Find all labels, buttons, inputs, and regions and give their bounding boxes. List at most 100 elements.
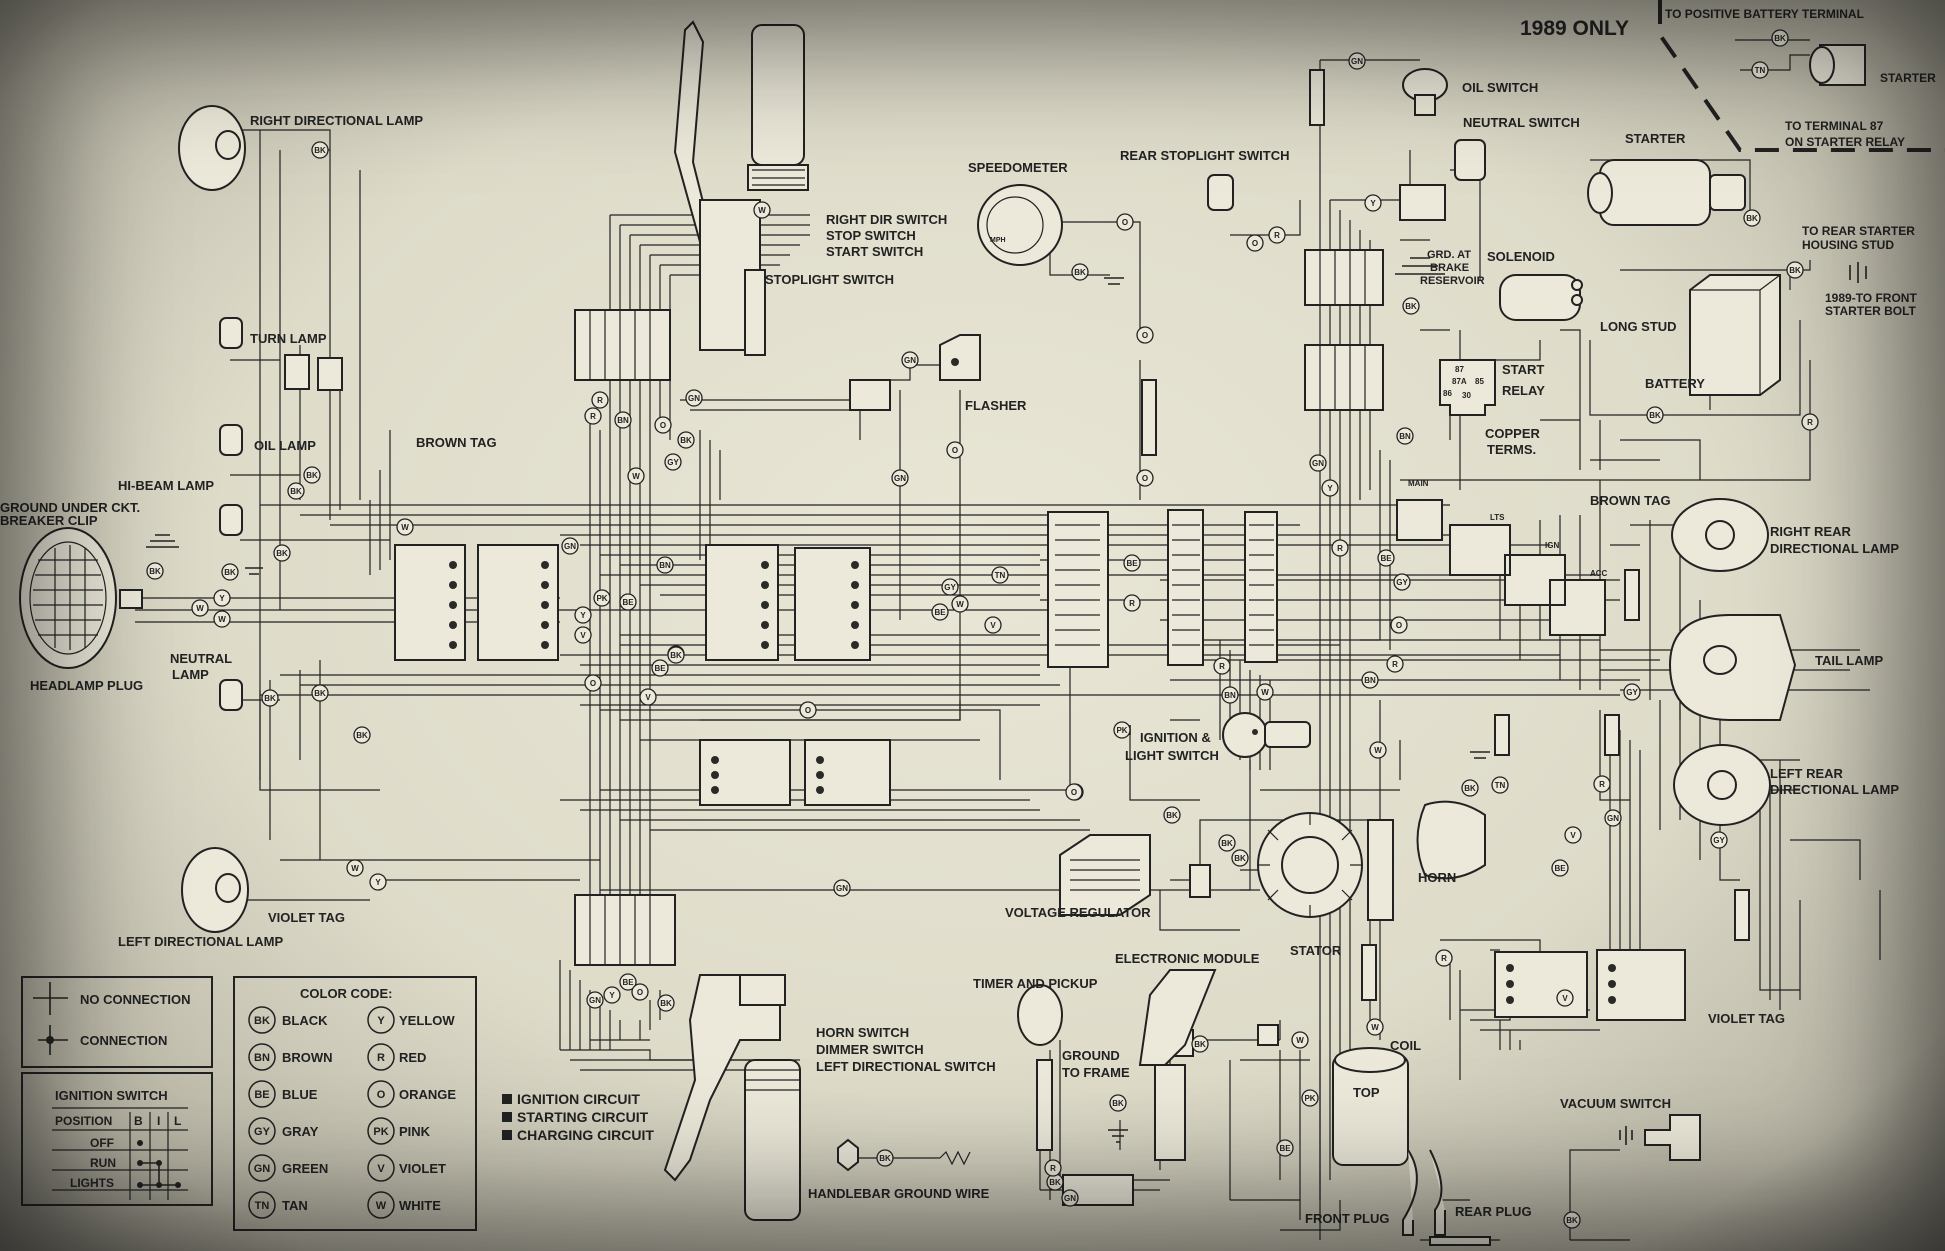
- ignition-switch-drawing: [1222, 712, 1311, 758]
- wire-tag: GN: [1061, 1189, 1079, 1207]
- stoplight-switch-label: STOPLIGHT SWITCH: [765, 272, 894, 287]
- wire-tag: R: [1268, 226, 1286, 244]
- svg-text:O: O: [1071, 788, 1077, 797]
- svg-text:BN: BN: [1224, 691, 1236, 700]
- violet-tag-right-label: VIOLET TAG: [1708, 1011, 1785, 1026]
- to-rear-starter-line1: TO REAR STARTER: [1802, 224, 1915, 238]
- headlamp-plug-label: HEADLAMP PLUG: [30, 678, 143, 693]
- ignition-table-title: IGNITION SWITCH: [55, 1088, 168, 1103]
- ground-frame-line2: TO FRAME: [1062, 1065, 1130, 1080]
- wire-tag: Y: [574, 606, 592, 624]
- svg-text:PK: PK: [373, 1126, 388, 1138]
- svg-text:PK: PK: [1304, 1094, 1315, 1103]
- wire-tag: W: [951, 595, 969, 613]
- wire-tag: BK: [1786, 261, 1804, 279]
- svg-text:W: W: [1371, 1023, 1379, 1032]
- color-name-orange: ORANGE: [399, 1087, 456, 1102]
- solenoid-drawing: [1499, 274, 1583, 321]
- svg-text:V: V: [580, 631, 586, 640]
- headlamp-drawing: [19, 527, 143, 669]
- brown-tag-left-label: BROWN TAG: [416, 435, 497, 450]
- svg-text:R: R: [1599, 780, 1605, 789]
- svg-text:O: O: [377, 1089, 386, 1101]
- right-rear-line1: RIGHT REAR: [1770, 524, 1852, 539]
- wire-tag: GN: [1309, 454, 1327, 472]
- start-relay-drawing: 87 87A 85 86 30: [1439, 359, 1496, 416]
- svg-text:V: V: [377, 1163, 385, 1175]
- electronic-module-drawing: [1138, 969, 1217, 1066]
- svg-text:Y: Y: [609, 991, 615, 1000]
- svg-text:R: R: [1807, 418, 1813, 427]
- left-rear-line1: LEFT REAR: [1770, 766, 1844, 781]
- stop-switch-label: STOP SWITCH: [826, 228, 916, 243]
- wire-tag: GN: [1604, 809, 1622, 827]
- wire-tag: BK: [1646, 406, 1664, 424]
- svg-text:BK: BK: [314, 146, 326, 155]
- wire-tag: BK: [876, 1149, 894, 1167]
- wire-tag: R: [1331, 539, 1349, 557]
- svg-text:BK: BK: [1166, 811, 1178, 820]
- rear-stoplight-switch-drawing: [1207, 174, 1234, 211]
- svg-text:BK: BK: [1774, 34, 1786, 43]
- svg-text:BN: BN: [254, 1052, 270, 1064]
- relay-pin-85: 85: [1475, 377, 1484, 386]
- svg-text:R: R: [590, 412, 596, 421]
- color-code-v: V: [367, 1154, 395, 1182]
- wire-tag: W: [627, 467, 645, 485]
- tail-lamp-drawing: [1668, 614, 1797, 721]
- voltage-regulator-drawing: [1059, 834, 1151, 916]
- svg-text:BK: BK: [680, 436, 692, 445]
- wire-tag: BK: [1771, 29, 1789, 47]
- timer-pickup-label: TIMER AND PICKUP: [973, 976, 1098, 991]
- ignition-light-line1: IGNITION &: [1140, 730, 1211, 745]
- wire-tag: R: [1435, 949, 1453, 967]
- ignition-col-b: B: [134, 1114, 143, 1128]
- svg-text:BE: BE: [254, 1089, 269, 1101]
- inset-starter: STARTER: [1880, 71, 1936, 85]
- svg-text:Y: Y: [377, 1015, 385, 1027]
- wire-tag: O: [799, 701, 817, 719]
- wire-tag: BK: [146, 562, 164, 580]
- wire-tag: BK: [287, 482, 305, 500]
- wire-tag: O: [1116, 213, 1134, 231]
- svg-text:GN: GN: [1351, 57, 1363, 66]
- svg-text:GY: GY: [1713, 836, 1725, 845]
- svg-text:BE: BE: [654, 664, 666, 673]
- svg-text:O: O: [1396, 621, 1402, 630]
- color-code-gy: GY: [248, 1117, 276, 1145]
- svg-text:GY: GY: [667, 458, 679, 467]
- ignition-row-off: OFF: [90, 1136, 114, 1150]
- wire-tag: BK: [303, 466, 321, 484]
- wire-tag: GN: [901, 351, 919, 369]
- svg-text:O: O: [1252, 239, 1258, 248]
- wire-tag: GN: [1348, 52, 1366, 70]
- front-plug-label: FRONT PLUG: [1305, 1211, 1390, 1226]
- ignition-row-run: RUN: [90, 1156, 116, 1170]
- wire-tag: V: [1556, 989, 1574, 1007]
- svg-text:BK: BK: [1746, 214, 1758, 223]
- wire-tag: BK: [1743, 209, 1761, 227]
- start-relay-line2: RELAY: [1502, 383, 1545, 398]
- year-note: 1989 ONLY: [1520, 17, 1629, 40]
- starting-circuit-label: STARTING CIRCUIT: [517, 1109, 649, 1125]
- connector-blocks: [284, 69, 1750, 1246]
- svg-text:W: W: [218, 615, 226, 624]
- starter-label: STARTER: [1625, 131, 1686, 146]
- svg-text:BK: BK: [356, 731, 368, 740]
- wire-tag: V: [574, 626, 592, 644]
- wire-tag: TN: [1751, 61, 1769, 79]
- wire-tag: GN: [891, 469, 909, 487]
- wire-tag: BK: [1563, 1211, 1581, 1229]
- oil-switch-drawing: [1402, 68, 1448, 116]
- inset-starter-drawing: [1735, 39, 1866, 86]
- wire-tag: W: [213, 610, 231, 628]
- wire-tag: BE: [1123, 554, 1141, 572]
- svg-text:BK: BK: [1789, 266, 1801, 275]
- svg-text:BK: BK: [290, 487, 302, 496]
- svg-text:O: O: [1142, 331, 1148, 340]
- stator-label: STATOR: [1290, 943, 1342, 958]
- svg-text:BK: BK: [1234, 854, 1246, 863]
- charging-circuit-label: CHARGING CIRCUIT: [517, 1127, 654, 1143]
- wire-tag: TN: [1491, 776, 1509, 794]
- wire-tag: R: [1593, 775, 1611, 793]
